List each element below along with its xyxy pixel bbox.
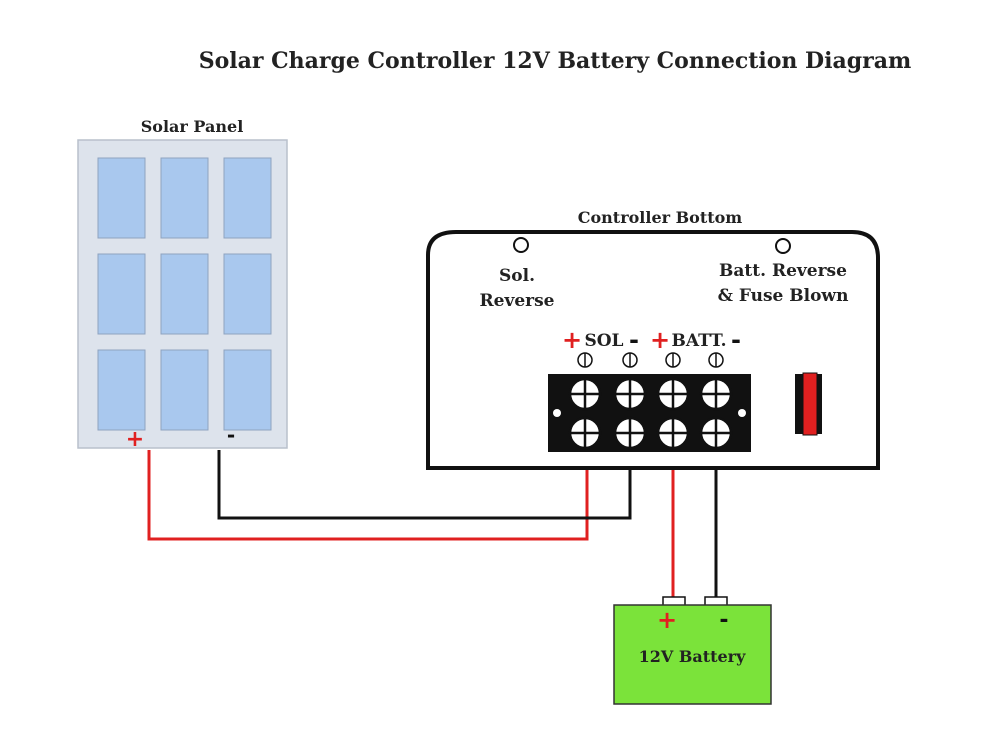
controller-label: Controller Bottom [578, 208, 743, 227]
batt-minus-sign: - [731, 326, 741, 354]
solar-panel [77, 139, 288, 449]
battery-label: 12V Battery [639, 647, 747, 666]
solar-panel-label: Solar Panel [141, 117, 244, 136]
battery-plus-sign: + [657, 606, 677, 634]
batt-label: BATT. [671, 331, 726, 351]
sol-minus-sign: - [629, 326, 639, 354]
fuse [795, 372, 822, 436]
solar-panel-plus: + [126, 427, 144, 452]
solar-panel-minus: - [227, 423, 235, 447]
batt-reverse-label-1: Batt. Reverse [719, 261, 847, 281]
terminal-block [548, 374, 751, 452]
batt-plus-sign: + [650, 326, 670, 354]
sol-reverse-label-2: Reverse [480, 291, 555, 311]
sol-reverse-led [513, 237, 529, 253]
sol-reverse-label-1: Sol. [499, 266, 535, 286]
sol-label: SOL [584, 331, 623, 351]
solar-panel-cells [97, 157, 272, 431]
diagram-title: Solar Charge Controller 12V Battery Conn… [199, 48, 912, 74]
batt-reverse-label-2: & Fuse Blown [718, 286, 849, 306]
batt-reverse-led [775, 238, 791, 254]
solar-positive-wire [147, 437, 589, 541]
battery-minus-sign: - [719, 608, 728, 633]
battery [613, 596, 772, 705]
terminal-screw-indicators [577, 352, 724, 368]
solar-negative-wire [217, 437, 632, 520]
controller-body [426, 230, 880, 470]
sol-plus-sign: + [562, 326, 582, 354]
